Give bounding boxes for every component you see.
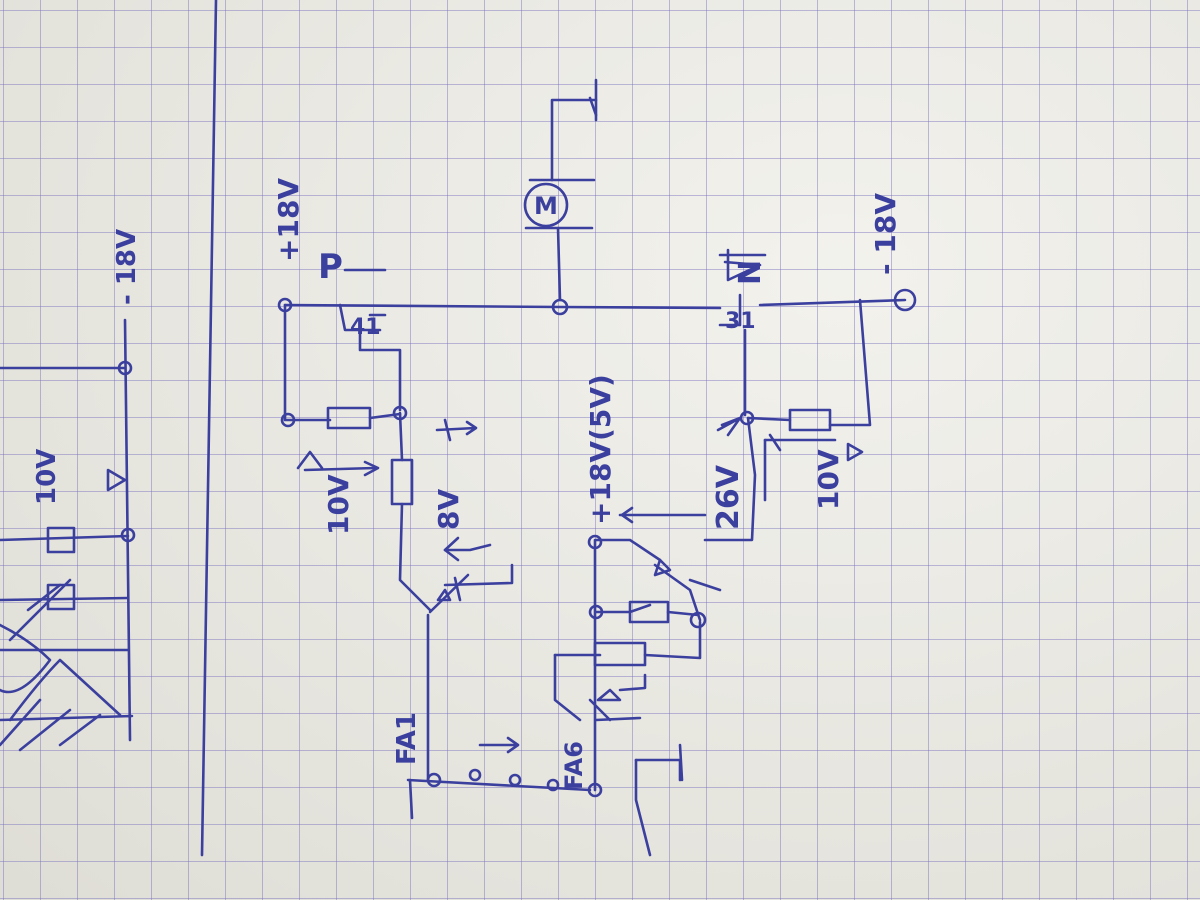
svg-text:10V: 10V [322,474,355,535]
svg-text:26V: 26V [711,464,746,530]
p-transistor: P 41 [318,247,402,412]
n-pin-label: 31 [725,309,756,334]
label-supply-mid: +18V(5V) [584,374,617,525]
svg-text:+18V(5V): +18V(5V) [584,374,617,525]
svg-text:+18V: +18V [272,178,305,262]
label-fa1: FA1 [392,712,422,765]
label-26v: 26V [711,464,746,530]
left-partial-circuit: 10V - 18V [0,229,142,752]
label-10v-far-left: 10V [32,449,62,505]
n-label: N [733,260,768,285]
n-transistor: 31 N [718,248,768,417]
middle-section: FA6 +18V(5V) [553,374,722,857]
label-minus-18v-left: - 18V [112,229,142,305]
left-transistor: FA1 [392,563,603,820]
right-resistor-network: 10V 26V [703,298,872,542]
label-8v: 8V [432,489,465,530]
motor-branch: M [523,78,598,302]
motor-label: M [534,192,558,220]
svg-text:10V: 10V [32,449,62,505]
svg-text:10V: 10V [812,449,845,510]
svg-text:- 18V: - 18V [869,193,902,275]
left-resistor-network: 10V 8V [280,303,492,612]
label-fa6: FA6 [560,741,588,790]
svg-text:FA1: FA1 [392,712,422,765]
p-pin-label: 41 [350,315,381,340]
label-10v-right: 10V [812,449,845,510]
svg-text:FA6: FA6 [560,741,588,790]
margin-line [200,0,218,857]
label-minus-18v-right: - 18V [869,193,902,275]
label-plus-18v-top: +18V [272,178,305,262]
svg-text:- 18V: - 18V [112,229,142,305]
label-10v-left: 10V [322,474,355,535]
top-rail [277,288,917,316]
svg-text:8V: 8V [432,489,465,530]
p-label: P [318,247,343,287]
